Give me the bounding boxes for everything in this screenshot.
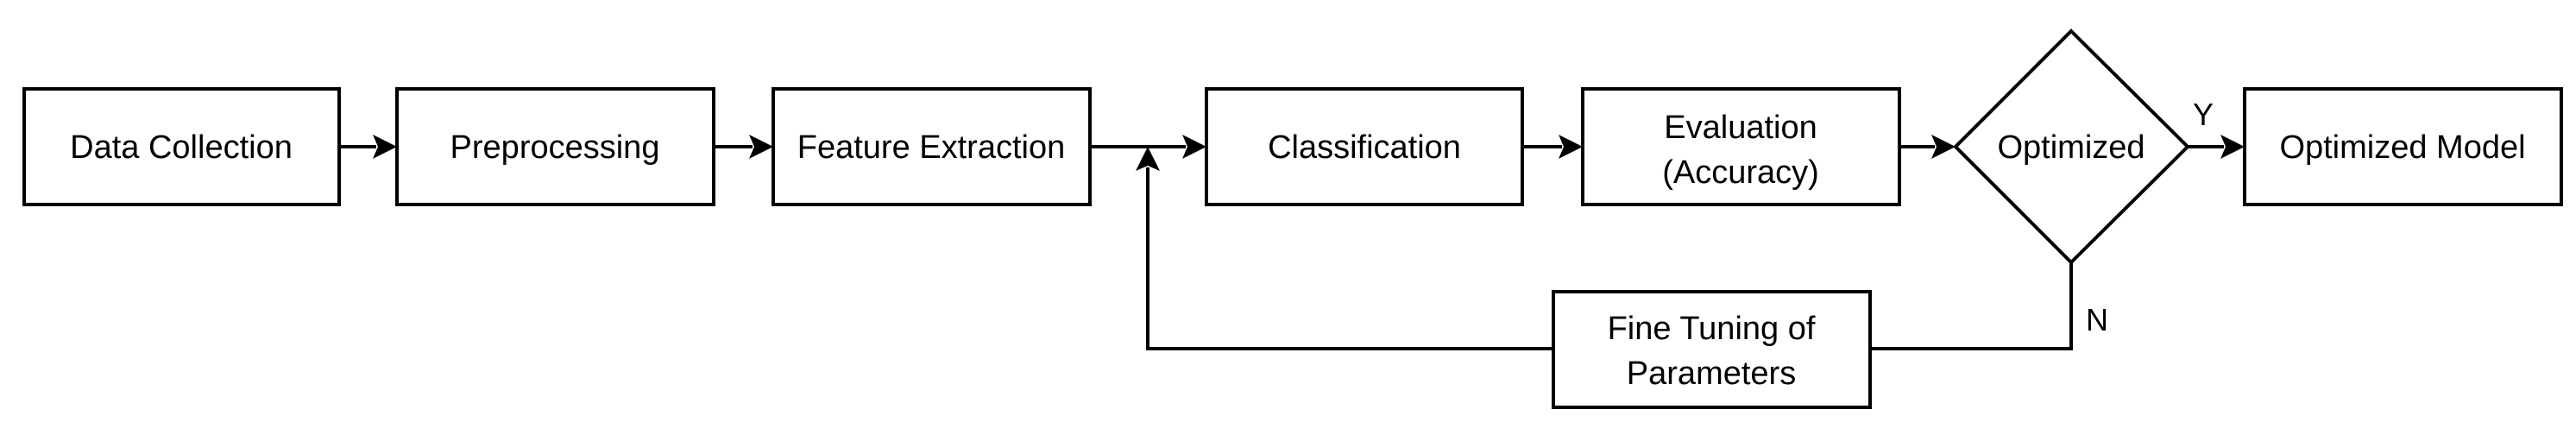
node-label: Optimized Model xyxy=(2279,129,2525,166)
node-label-line2: (Accuracy) xyxy=(1662,154,1819,191)
node-feature-extraction: Feature Extraction xyxy=(772,87,1092,206)
edge-optimized-no-to-fine-tuning xyxy=(1870,262,2073,350)
node-label-line1: Evaluation xyxy=(1664,110,1817,146)
edge-preprocessing-to-feature-extraction xyxy=(714,135,773,159)
edge-feature-extraction-to-classification xyxy=(1090,135,1206,159)
edge-optimized-yes-to-model xyxy=(2188,135,2245,159)
node-label-line1: Fine Tuning of xyxy=(1608,311,1816,347)
edge-label-yes: Y xyxy=(2193,97,2214,132)
node-classification: Classification xyxy=(1205,87,1524,206)
edge-fine-tuning-to-classification xyxy=(1136,147,1553,350)
node-label-line2: Parameters xyxy=(1627,356,1796,392)
node-label: Classification xyxy=(1268,129,1461,166)
edge-label-no: N xyxy=(2086,302,2108,337)
edge-data-collection-to-preprocessing xyxy=(339,135,397,159)
edge-evaluation-to-optimized xyxy=(1899,135,1956,159)
node-fine-tuning: Fine Tuning of Parameters xyxy=(1552,290,1872,409)
node-preprocessing: Preprocessing xyxy=(395,87,715,206)
node-label: Feature Extraction xyxy=(797,129,1065,166)
node-label: Preprocessing xyxy=(450,129,660,166)
node-optimized-decision: Optimized xyxy=(1953,28,2190,265)
node-evaluation: Evaluation (Accuracy) xyxy=(1581,87,1901,206)
node-label: Optimized xyxy=(1997,129,2145,166)
node-label: Data Collection xyxy=(70,129,293,166)
node-optimized-model: Optimized Model xyxy=(2243,87,2563,206)
node-data-collection: Data Collection xyxy=(22,87,341,206)
edge-classification-to-evaluation xyxy=(1522,135,1583,159)
